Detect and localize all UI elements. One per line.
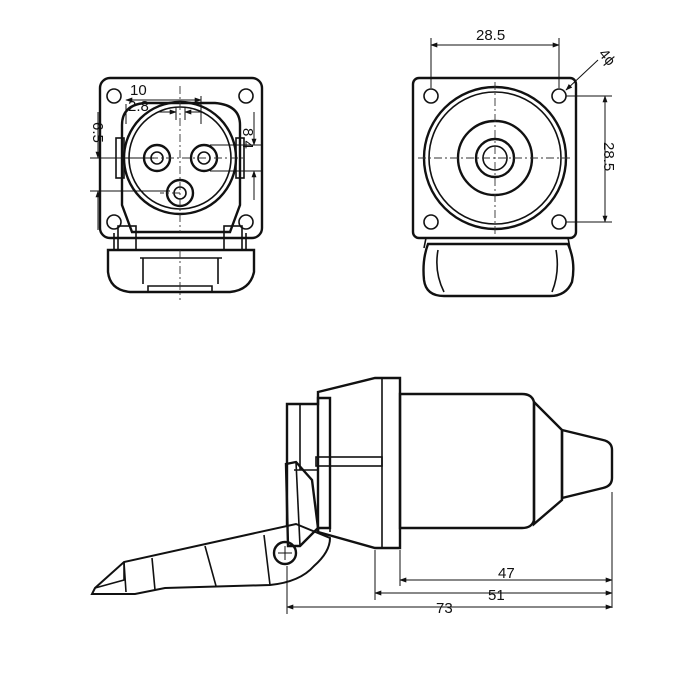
dim-front-hole-diameter: 4ϕ	[595, 46, 619, 70]
dim-rear-8-4: 8.4	[239, 128, 256, 149]
side-lid	[90, 522, 332, 595]
dim-rear-10: 10	[130, 82, 147, 99]
rear-lid	[106, 248, 256, 294]
front-mount-hole-tr	[551, 88, 567, 104]
side-rear-cup	[285, 396, 332, 542]
rear-mount-hole-br	[238, 214, 254, 230]
front-lid	[422, 242, 575, 298]
dim-side-51: 51	[488, 587, 505, 604]
side-barrel	[398, 392, 536, 530]
rear-mount-hole-bl	[106, 214, 122, 230]
dim-rear-6-5: 6.5	[89, 122, 106, 143]
front-mount-hole-br	[551, 214, 567, 230]
dim-rear-2-8: 2.8	[128, 98, 149, 115]
dim-front-28-5-vertical: 28.5	[600, 142, 617, 171]
front-view: 28.5 28.5 4ϕ	[411, 27, 619, 298]
front-mount-hole-bl	[423, 214, 439, 230]
rear-view: 10 2.8 6.5 8.4	[89, 76, 264, 300]
dim-front-28-5-horizontal: 28.5	[476, 27, 505, 44]
side-view: 47 51 73	[90, 376, 614, 617]
side-cable-nozzle	[560, 428, 614, 500]
dim-side-47: 47	[498, 565, 515, 582]
dim-side-73: 73	[436, 600, 453, 617]
front-flange	[411, 76, 578, 240]
front-mount-hole-tl	[423, 88, 439, 104]
side-hinge-pin	[272, 540, 298, 566]
rear-mount-hole-tr	[238, 88, 254, 104]
side-cable-boot	[532, 399, 564, 527]
rear-mount-hole-tl	[106, 88, 122, 104]
